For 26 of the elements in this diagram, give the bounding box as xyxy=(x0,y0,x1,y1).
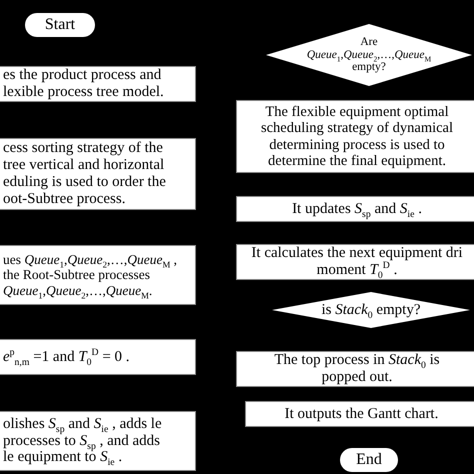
step-text: cess sorting strategy of the tree vertical and horizontal eduling is used to order the oot-Subtree process. xyxy=(3,140,167,208)
process-box xyxy=(236,100,474,173)
step-text: e$^{p}$$_{n,m}$ =1 and T$_{0}$$^{D}$ = 0 . xyxy=(3,348,131,366)
step-text: Start xyxy=(44,16,76,34)
process-box xyxy=(0,339,196,375)
step-text: ues Queue$_{1}$,Queue$_{2}$,…,Queue$_{M}$ , the Root-Subtree processes Queue$_{1}$,Queue$_{2}$,…,Queue$_{M}$. xyxy=(3,252,178,298)
step-text: It calculates the next equipment dri moment T$_{0}$$^{D}$ . xyxy=(250,245,464,279)
process-box xyxy=(236,196,474,222)
step-text: olishes S$_{sp}$ and S$_{ie}$ , adds le processes to S$_{sp}$ , and adds le equipment to S$_{ie}$ . xyxy=(3,416,163,466)
step-text: Are Queue$_{1}$,Queue$_{2}$,…,Queue$_{M}$ empty? xyxy=(306,36,432,74)
process-box xyxy=(0,411,196,471)
process-box xyxy=(236,351,474,387)
decision-diamond xyxy=(266,24,472,86)
step-text: The flexible equipment optimal scheduling strategy of dynamical determining process is used to determine the final equipment. xyxy=(260,104,454,169)
step-text: It outputs the Gantt chart. xyxy=(284,406,440,422)
process-box xyxy=(0,245,196,305)
step-text: End xyxy=(355,451,383,469)
step-text: es the product process and lexible process tree model. xyxy=(3,67,165,101)
process-box xyxy=(0,138,196,210)
process-box xyxy=(245,401,474,427)
step-text: is Stack$_{0}$ empty? xyxy=(320,302,422,318)
step-text: It updates S$_{sp}$ and S$_{ie}$ . xyxy=(291,200,423,218)
step-text: The top process in Stack$_{0}$ is popped out. xyxy=(273,352,441,386)
decision-diamond xyxy=(272,292,470,328)
process-box xyxy=(236,244,474,280)
process-box xyxy=(0,66,196,102)
